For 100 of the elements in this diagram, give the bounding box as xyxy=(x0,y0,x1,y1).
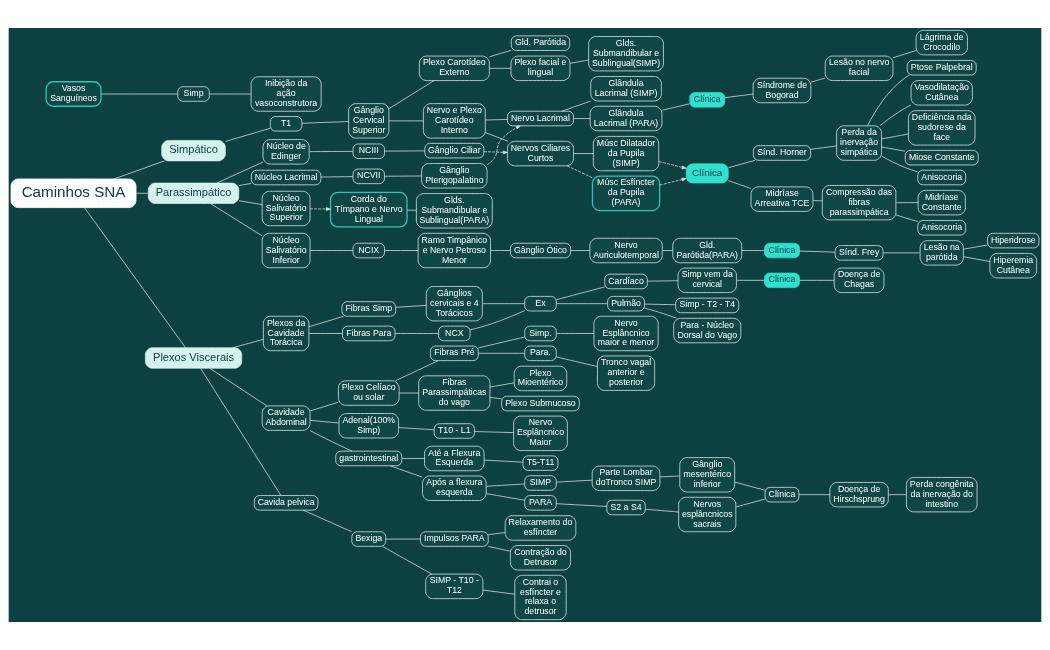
node-box: T1 xyxy=(269,116,303,132)
node-box: SIMP xyxy=(524,475,557,491)
node-box: Ramo Timpânico e Nervo Petroso Menor xyxy=(417,232,491,269)
connector xyxy=(881,155,919,173)
node-box: Músc Dilatador da Pupila (SIMP) xyxy=(592,135,660,172)
connector xyxy=(384,175,422,177)
node-box: Ptose Palpebral xyxy=(906,60,977,76)
node-box: Parte Lombar doTronco SIMP xyxy=(591,465,661,491)
connector xyxy=(555,479,593,483)
connector xyxy=(84,207,186,349)
connector xyxy=(113,160,165,180)
node-box: Caminhos SNA xyxy=(10,178,137,209)
node-box: gastrointestinal xyxy=(335,450,403,467)
node-box: Miose Constante xyxy=(904,150,979,166)
connector xyxy=(394,333,439,334)
connector xyxy=(741,250,765,251)
node-box: Clínica xyxy=(685,163,729,184)
connector xyxy=(388,120,424,122)
connector xyxy=(406,209,417,211)
node-box: Fibras Simp xyxy=(341,301,396,317)
node-box: Até a Flexura Esquerda xyxy=(424,445,485,472)
connector xyxy=(799,279,835,281)
connector xyxy=(209,367,268,407)
connector xyxy=(309,420,340,424)
connector xyxy=(232,339,264,349)
node-box: NCVII xyxy=(352,168,385,185)
connector xyxy=(570,250,591,251)
node-box: Para. xyxy=(524,345,557,361)
connector xyxy=(200,368,282,496)
node-box: NCIX xyxy=(352,242,385,259)
node-box: Fibras Para xyxy=(342,325,396,342)
connector xyxy=(484,119,508,121)
connector xyxy=(569,59,589,64)
connector xyxy=(308,333,343,334)
connector xyxy=(478,336,525,349)
node-box: Plexo Celíaco ou solar xyxy=(338,380,400,406)
node-box: Ex xyxy=(524,296,557,312)
node-box: T5-T11 xyxy=(522,455,559,471)
node-box: Gânglio Pterigopalatino xyxy=(421,163,488,189)
node-box: Simp - T2 - T4 xyxy=(675,297,740,314)
node-box: Sínd. Frey xyxy=(834,245,884,261)
node-box: Simpático xyxy=(161,140,226,162)
node-box: Núcleo Salivatório Superior xyxy=(261,190,311,227)
connector xyxy=(645,508,679,513)
node-box: Plexos Viscerais xyxy=(145,347,243,369)
connector xyxy=(895,214,919,222)
connector xyxy=(566,165,593,179)
connector xyxy=(135,192,149,194)
connector xyxy=(555,356,598,367)
node-box: Contração do Detrusor xyxy=(510,545,571,571)
node-box: Plexo Carotídeo Externo xyxy=(418,55,490,81)
node-box: Fibras Parassimpáticas do vago xyxy=(418,375,491,411)
node-box: Gld. Parótida(PARA) xyxy=(672,237,743,264)
connector xyxy=(301,121,349,124)
connector xyxy=(398,427,435,431)
node-box: Lesão no nervo facial xyxy=(824,55,894,81)
node-box: Nervo Lacrimal xyxy=(507,110,574,127)
connector xyxy=(573,153,594,154)
node-box: Nervos esplâncnicos sacrais xyxy=(678,496,737,533)
node-box: Síndrome de Bogorad xyxy=(752,77,812,104)
node-box: T10 - L1 xyxy=(433,423,475,439)
node-box: Impulsos PARA xyxy=(420,531,489,547)
connector xyxy=(388,80,435,110)
connector xyxy=(469,310,526,331)
connector xyxy=(482,303,525,305)
node-box: Anisocoria xyxy=(917,169,967,186)
connector xyxy=(644,307,677,319)
connector xyxy=(555,503,608,507)
connector xyxy=(382,546,433,575)
node-box: Compressão das fibras parassimpática xyxy=(821,185,897,221)
node-box: Clínica xyxy=(689,92,726,108)
connector xyxy=(309,250,354,251)
connector xyxy=(482,589,516,595)
node-box: Simp xyxy=(177,86,210,102)
node-box: Perda congênita da inervação do intestino xyxy=(906,477,978,513)
node-box: Plexo Mioentérico xyxy=(513,365,568,392)
connector xyxy=(487,532,506,536)
connector xyxy=(810,77,826,83)
node-box: Nervo e Plexo Carotídeo Interno xyxy=(423,103,486,139)
node-box: Corda do Tímpano e Nervo Lingual xyxy=(329,191,408,228)
connector xyxy=(881,133,909,140)
connector xyxy=(489,67,512,69)
connector xyxy=(799,250,836,253)
node-box: Após a flexura esquerda xyxy=(422,475,487,501)
node-box: Relaxamento do esfíncter xyxy=(504,515,577,541)
connector xyxy=(662,250,674,251)
connector xyxy=(309,401,339,412)
node-box: Cavida pelvica xyxy=(253,495,319,511)
connector xyxy=(216,161,264,184)
connector xyxy=(401,458,425,459)
arrow xyxy=(658,161,687,170)
connector xyxy=(555,303,608,305)
node-box: SIMP - T10 - T12 xyxy=(425,573,484,599)
node-box: Nervo Esplâncnico Maior xyxy=(513,415,568,451)
node-box: NCX xyxy=(438,325,471,342)
node-box: Clínica xyxy=(764,487,800,503)
node-box: Simp vem da cervical xyxy=(677,267,737,293)
connector xyxy=(389,465,423,478)
node-box: NCIII xyxy=(352,143,385,159)
connector xyxy=(489,382,515,388)
